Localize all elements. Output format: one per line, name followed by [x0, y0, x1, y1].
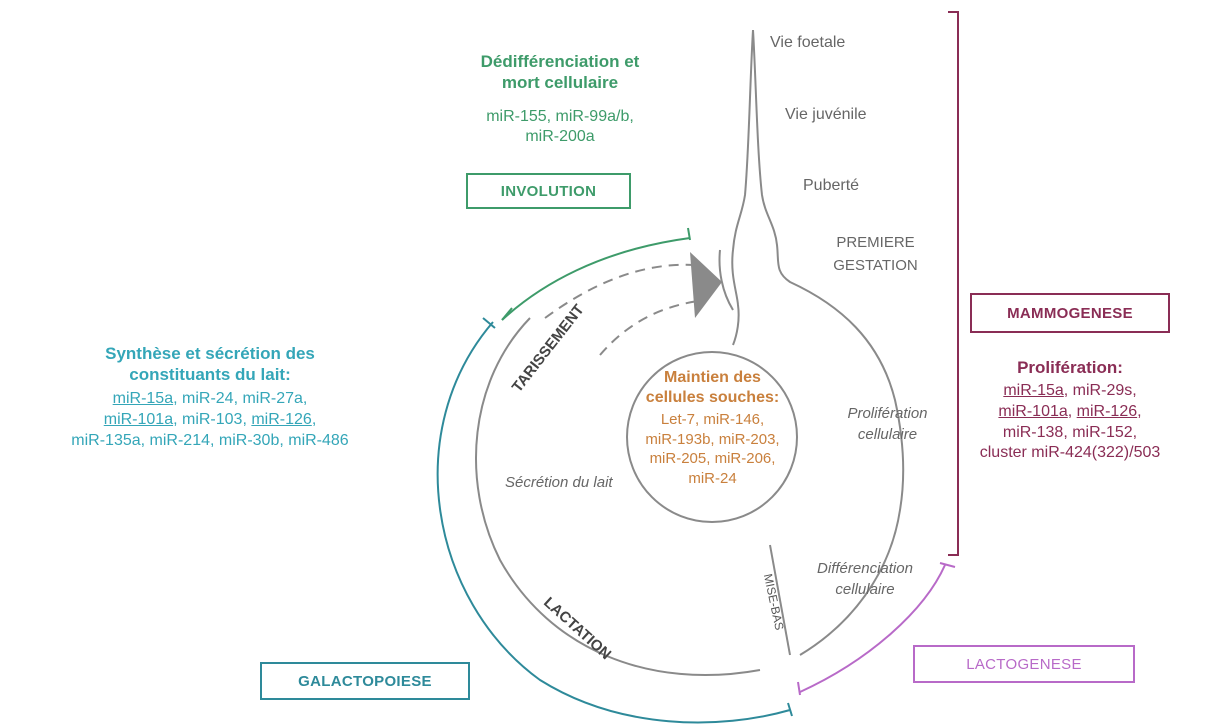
mammogenese-mir-126: miR-126 [1076, 402, 1138, 420]
stage-vie-foetale: Vie foetale [770, 34, 846, 51]
tarissement-dashed-outer [544, 263, 696, 319]
stage-premiere-gestation: PREMIERE GESTATION [808, 234, 943, 276]
synthese-mirs: miR-15a, miR-24, miR-27a, miR-101a, miR-… [5, 389, 415, 451]
differenciation-line2: cellulaire [835, 581, 895, 598]
stem-cell-circle [626, 351, 798, 523]
development-outline-inner [752, 29, 905, 656]
mammogenese-title: Prolifération: [1017, 358, 1123, 377]
synthese-title-line1: Synthèse et sécrétion des [105, 344, 315, 363]
lactogenese-bracket [799, 564, 946, 693]
involution-title-line1: Dédifférenciation et [480, 52, 640, 71]
mammogenese-mirs-line3: miR-138, miR-152, [1002, 423, 1138, 441]
stem-title-line2: cellules souches: [645, 389, 780, 406]
mammogenese-box: MAMMOGENESE [970, 293, 1170, 333]
differenciation-cellulaire-label: Différenciation cellulaire [800, 558, 930, 600]
proliferation-line2: cellulaire [857, 426, 918, 443]
mammogenese-mirs: miR-15a, miR-29s, miR-101a, miR-126, miR… [925, 381, 1215, 464]
mammogenese-mirs-line4: cluster miR-424(322)/503 [979, 444, 1161, 462]
lactogenese-box: LACTOGENESE [913, 645, 1135, 683]
synthese-mirs-line2: miR-101a, miR-103, miR-126, [5, 410, 415, 431]
involution-mirs-line2: miR-200a [525, 128, 595, 145]
involution-title: Dédifférenciation et mort cellulaire [445, 51, 675, 94]
synthese-mir-126: miR-126 [251, 410, 312, 428]
mammogenese-sep3: , [1137, 402, 1142, 420]
synthese-title: Synthèse et sécrétion des constituants d… [40, 343, 380, 386]
galactopoiese-box: GALACTOPOIESE [260, 662, 470, 700]
mammogenese-mir-101a: miR-101a [998, 402, 1068, 420]
differenciation-line1: Différenciation [817, 560, 913, 577]
stem-mirs: Let-7, miR-146, miR-193b, miR-203, miR-2… [630, 410, 795, 488]
stem-mirs-line2: miR-193b, miR-203, [645, 430, 780, 448]
development-outline-left [718, 249, 734, 311]
stem-title-line1: Maintien des [664, 369, 761, 386]
involution-box: INVOLUTION [466, 173, 631, 209]
mammogenese-sep1: , miR-29s, [1063, 382, 1137, 399]
synthese-mir-101a: miR-101a [103, 410, 174, 428]
cycle-outer-arc [475, 317, 761, 677]
synthese-mirs-line3: miR-135a, miR-214, miR-30b, miR-486 [71, 431, 349, 449]
stem-mirs-line1: Let-7, miR-146, [660, 411, 765, 428]
mammogenese-bracket [948, 11, 959, 556]
lactogenese-box-label: LACTOGENESE [966, 655, 1082, 673]
tarissement-dashed-inner [599, 299, 706, 356]
proliferation-line1: Prolifération [847, 405, 928, 422]
mammogenese-mirs-line1: miR-15a, miR-29s, [925, 381, 1215, 402]
involution-mirs-line1: miR-155, miR-99a/b, [486, 108, 634, 125]
development-outline [731, 29, 754, 346]
involution-bracket [501, 237, 691, 321]
cycle-arrowhead [690, 252, 722, 318]
galactopoiese-bracket [436, 321, 791, 724]
stage-puberte: Puberté [803, 177, 860, 194]
proliferation-cellulaire-label: Prolifération cellulaire [830, 403, 945, 445]
involution-mirs: miR-155, miR-99a/b, miR-200a [430, 107, 690, 147]
synthese-l1-rest: , miR-24, miR-27a, [173, 390, 308, 407]
involution-box-label: INVOLUTION [500, 182, 597, 200]
stem-mirs-line4: miR-24 [688, 469, 737, 487]
synthese-l2-end: , [311, 410, 317, 428]
synthese-l2-mid: , miR-103, [173, 410, 252, 428]
secretion-label: Sécrétion du lait [505, 474, 613, 491]
synthese-mirs-line1: miR-15a, miR-24, miR-27a, [5, 389, 415, 410]
stem-mirs-line3: miR-205, miR-206, [649, 450, 776, 467]
involution-title-line2: mort cellulaire [501, 73, 619, 93]
galactopoiese-box-label: GALACTOPOIESE [298, 672, 432, 690]
synthese-mir-15a: miR-15a [112, 390, 174, 407]
stage-vie-juvenile: Vie juvénile [785, 106, 867, 123]
mammogenese-sep2: , [1067, 402, 1077, 420]
mise-bas-line [769, 544, 791, 656]
stage-gestation-line2: GESTATION [833, 256, 918, 274]
stage-gestation-line1: PREMIERE [836, 234, 915, 251]
mammogenese-mirs-line2: miR-101a, miR-126, [925, 402, 1215, 423]
synthese-title-line2: constituants du lait: [129, 365, 291, 385]
mammogenese-box-label: MAMMOGENESE [1007, 304, 1133, 322]
mammogenese-mir-15a: miR-15a [1003, 382, 1064, 399]
stem-title: Maintien des cellules souches: [630, 368, 795, 408]
